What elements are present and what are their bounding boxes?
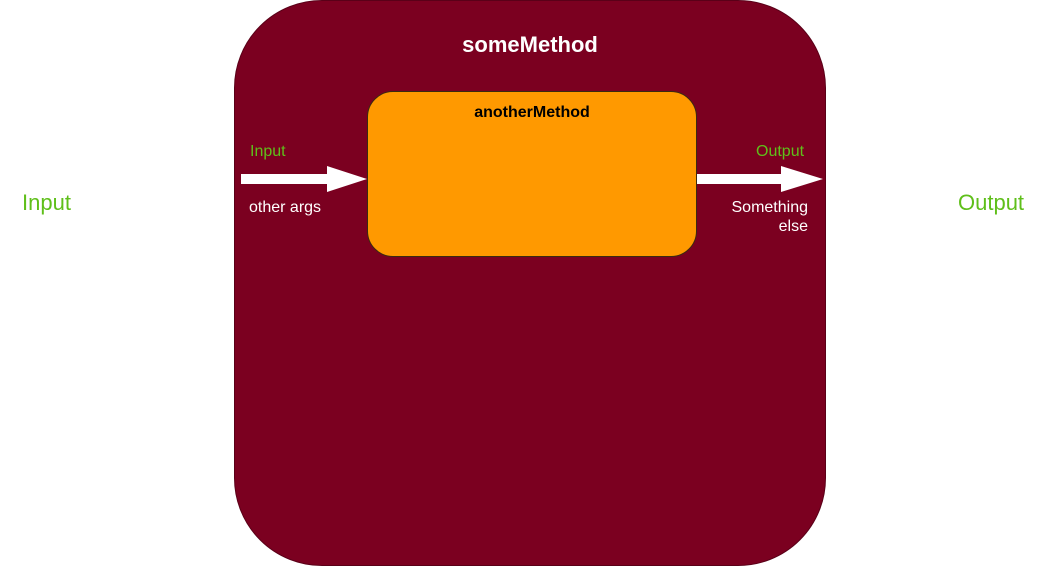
- inner-input-label: Input: [250, 143, 286, 160]
- outer-method-box: [234, 0, 826, 566]
- outer-output-label: Output: [958, 190, 1025, 215]
- inner-output-label: Output: [756, 143, 805, 160]
- input-arrow-icon: [241, 166, 367, 192]
- outer-input-label: Input: [22, 190, 71, 215]
- outer-method-title: someMethod: [462, 32, 598, 57]
- inner-input-sublabel: other args: [249, 199, 322, 216]
- inner-output-sublabel-line2: else: [778, 218, 808, 235]
- inner-method-box: [367, 91, 697, 257]
- output-arrow-icon: [697, 166, 823, 192]
- inner-method-title: anotherMethod: [474, 104, 590, 121]
- inner-output-sublabel-line1: Something: [731, 199, 809, 216]
